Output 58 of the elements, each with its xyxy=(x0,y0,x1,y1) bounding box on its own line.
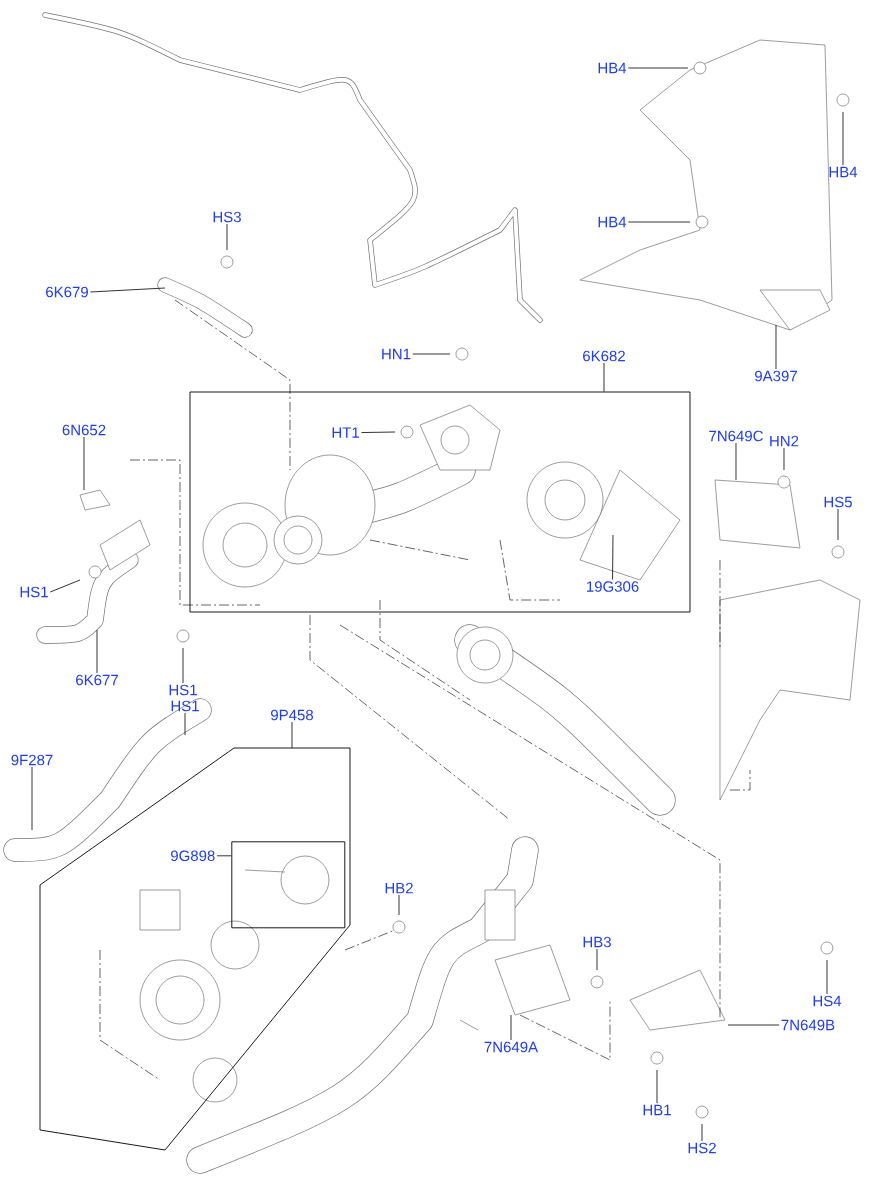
part-number: HS1 xyxy=(20,586,48,598)
part-number: 6K682 xyxy=(583,350,625,362)
leader-line xyxy=(226,223,228,251)
part-number: HS5 xyxy=(824,496,852,508)
leader-line xyxy=(656,1069,658,1104)
part-number: HS1 xyxy=(171,700,199,712)
part-number: HN1 xyxy=(382,348,411,360)
group-frame xyxy=(231,841,346,929)
part-number: HB4 xyxy=(829,166,858,178)
leader-line xyxy=(90,287,166,293)
part-number: HB3 xyxy=(583,936,611,948)
part-number: 9P458 xyxy=(271,709,313,721)
leader-line xyxy=(842,111,844,166)
part-number: 9A397 xyxy=(755,370,797,382)
leader-line xyxy=(627,67,689,69)
leader-line xyxy=(603,362,605,392)
leader-line xyxy=(510,1014,512,1041)
part-number: HB1 xyxy=(643,1104,671,1116)
leader-line xyxy=(627,221,691,223)
part-number: HS3 xyxy=(213,211,241,223)
leader-line xyxy=(783,447,785,471)
part-number: 19G306 xyxy=(587,581,639,592)
part-number: HS4 xyxy=(813,995,842,1007)
part-number: 9F287 xyxy=(11,754,53,766)
part-number: HB4 xyxy=(598,62,627,74)
leader-line xyxy=(826,959,828,995)
part-number: 6K679 xyxy=(46,286,88,298)
leader-line xyxy=(735,442,737,481)
part-number: HS2 xyxy=(688,1142,716,1154)
part-number: HN2 xyxy=(770,435,799,447)
part-number: 7N649C xyxy=(709,430,763,442)
leader-line xyxy=(184,712,186,736)
leader-line xyxy=(727,1024,780,1026)
part-number: HB2 xyxy=(385,882,413,894)
part-number: 6N652 xyxy=(62,424,106,436)
leader-line xyxy=(49,579,81,593)
leader-line xyxy=(216,855,232,857)
part-number: 9G898 xyxy=(171,850,215,862)
part-number: HS1 xyxy=(169,684,197,696)
part-number: 7N649A xyxy=(484,1041,539,1053)
leader-line xyxy=(775,324,777,370)
leader-line xyxy=(596,948,598,971)
part-number: 6K677 xyxy=(76,674,118,686)
part-number: 7N649B xyxy=(781,1019,835,1031)
leader-line xyxy=(398,894,400,916)
group-frame xyxy=(189,391,691,613)
part-number: HT1 xyxy=(332,427,359,438)
leader-line xyxy=(412,353,451,355)
leader-line xyxy=(83,436,85,491)
part-number: HB4 xyxy=(598,216,627,228)
leader-line xyxy=(182,647,184,684)
leader-line xyxy=(31,766,33,831)
leader-line xyxy=(701,1123,703,1142)
leader-line xyxy=(96,629,98,674)
leader-line xyxy=(291,721,293,749)
leader-line xyxy=(361,431,396,433)
leader-line xyxy=(612,534,614,580)
leader-line xyxy=(837,508,839,541)
